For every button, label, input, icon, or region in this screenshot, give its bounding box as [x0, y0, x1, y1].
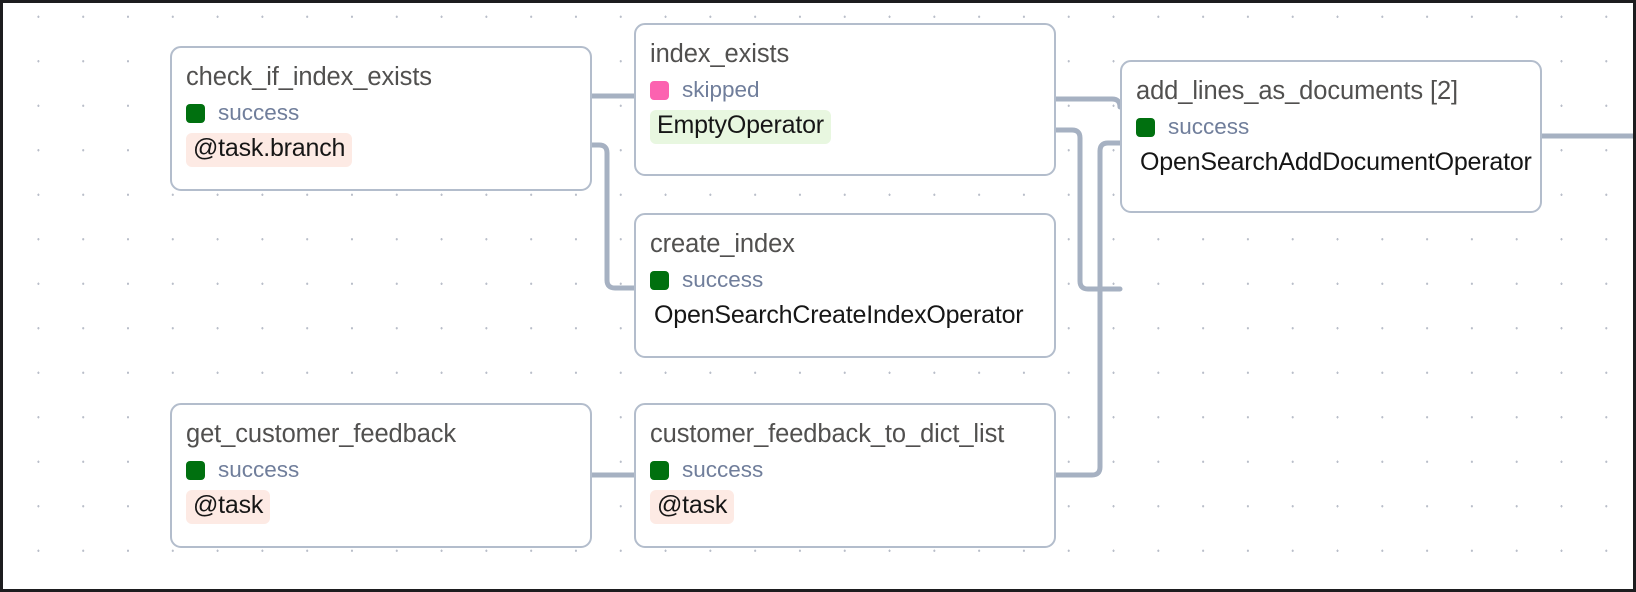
status-swatch-icon — [186, 103, 205, 123]
task-node-operator-badge: @task.branch — [186, 133, 353, 167]
edge-check_if_index_exists-to-create_index — [589, 142, 637, 291]
task-node-status-label: success — [682, 456, 764, 482]
task-node-status-label: skipped — [682, 76, 760, 102]
task-node-title: create_index — [650, 230, 795, 258]
task-node-status-row: success — [650, 456, 1040, 482]
edge-create_index-to-add_lines_as_documents — [1053, 127, 1123, 292]
status-swatch-icon — [650, 80, 669, 100]
status-swatch-icon — [650, 270, 669, 290]
task-node-status-row: skipped — [650, 76, 1040, 102]
edge-index_exists-to-add_lines_as_documents — [1053, 96, 1123, 110]
task-node-status-label: success — [218, 99, 300, 125]
task-node-status-label: success — [218, 456, 300, 482]
task-node-title: check_if_index_exists — [186, 63, 432, 91]
task-node-title: index_exists — [650, 40, 790, 68]
status-swatch-icon — [650, 460, 669, 480]
task-node-status-row: success — [186, 99, 576, 125]
task-node-title: get_customer_feedback — [186, 420, 457, 448]
task-node-operator-badge: @task — [186, 490, 271, 524]
task-node-status-row: success — [650, 266, 1040, 292]
task-node-status-row: success — [186, 456, 576, 482]
task-node-status-row: success — [1136, 113, 1526, 139]
task-node-operator-badge: OpenSearchAddDocumentOperator — [1140, 148, 1532, 177]
task-node-operator-badge: @task — [650, 490, 735, 524]
task-node-operator-badge: OpenSearchCreateIndexOperator — [654, 301, 1024, 330]
status-swatch-icon — [186, 460, 205, 480]
task-node-operator-badge: EmptyOperator — [650, 110, 831, 144]
edge-customer_feedback_to_dict_list-to-add_lines_as_documents — [1053, 140, 1123, 478]
task-node-title: add_lines_as_documents [2] — [1136, 77, 1459, 105]
status-swatch-icon — [1136, 117, 1155, 137]
task-node-status-label: success — [1168, 113, 1250, 139]
task-node-title: customer_feedback_to_dict_list — [650, 420, 1005, 448]
task-node-status-label: success — [682, 266, 764, 292]
